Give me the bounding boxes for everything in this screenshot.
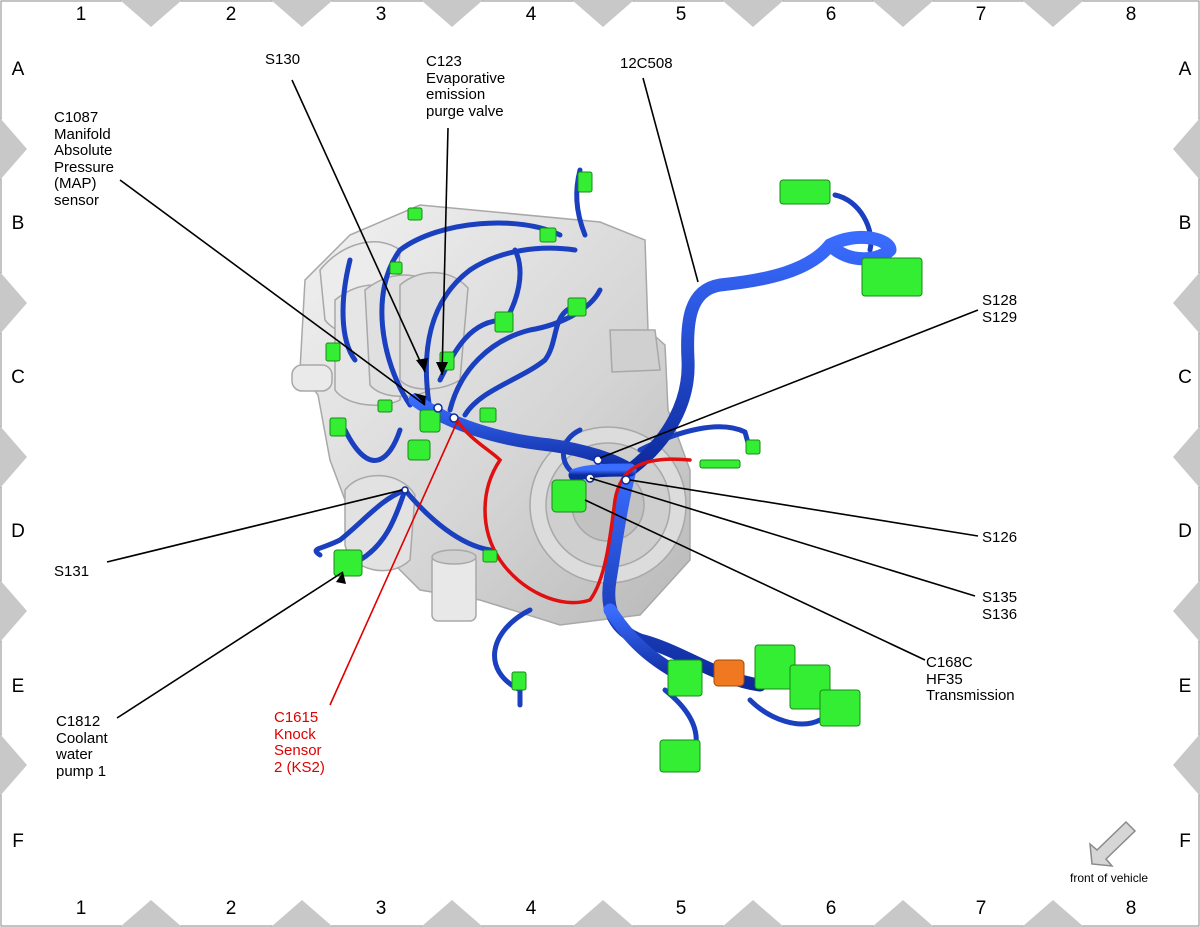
callout-s131: S131 (54, 563, 90, 580)
grid-col-5-bottom: 5 (675, 898, 687, 919)
front-of-vehicle-label: front of vehicle (1070, 871, 1149, 885)
grid-row-a-left: A (11, 59, 25, 80)
grid-col-3-bottom: 3 (375, 898, 387, 919)
grid-col-1-top: 1 (75, 4, 87, 25)
grid-row-f-left: F (12, 831, 24, 852)
grid-row-f-right: F (1179, 831, 1191, 852)
callout-s130: S130 (265, 51, 301, 68)
grid-col-1-bottom: 1 (75, 898, 87, 919)
grid-col-5-top: 5 (675, 4, 687, 25)
grid-row-a-right: A (1178, 59, 1192, 80)
orange-grommet (713, 659, 745, 687)
knock-sensor-leader-line (329, 419, 459, 706)
grid-col-2-bottom: 2 (225, 898, 237, 919)
callout-s126: S126 (982, 529, 1018, 546)
callout-s135-s136: S135 S136 (982, 589, 1018, 623)
grid-col-7-top: 7 (975, 4, 987, 25)
grid-row-e-right: E (1178, 676, 1192, 697)
callout-12c508: 12C508 (620, 55, 673, 72)
grid-col-6-bottom: 6 (825, 898, 837, 919)
grid-row-d-left: D (11, 521, 25, 542)
grid-col-8-top: 8 (1125, 4, 1137, 25)
callout-s128-s129: S128 S129 (982, 292, 1018, 326)
arrow-down-left-icon (1089, 820, 1137, 867)
grid-row-b-left: B (11, 213, 25, 234)
callout-c168c-transmission: C168C HF35 Transmission (926, 654, 1015, 704)
connectors (325, 171, 923, 773)
grid-row-e-left: E (11, 676, 25, 697)
grid-row-d-right: D (1178, 521, 1192, 542)
callout-c1087-map-sensor: C1087 Manifold Absolute Pressure (MAP) s… (54, 109, 115, 209)
grid-col-7-bottom: 7 (975, 898, 987, 919)
grid-row-c-left: C (11, 367, 25, 388)
grid-row-c-right: C (1178, 367, 1192, 388)
callout-leader-lines (106, 77, 979, 719)
grid-row-b-right: B (1178, 213, 1192, 234)
grid-col-3-top: 3 (375, 4, 387, 25)
leader-arrowheads (336, 358, 448, 584)
callout-c1812-coolant-pump: C1812 Coolant water pump 1 (56, 713, 108, 780)
callout-c1615-knock-sensor: C1615 Knock Sensor 2 (KS2) (274, 709, 325, 776)
grid-col-4-bottom: 4 (525, 898, 537, 919)
callout-c123-purge-valve: C123 Evaporative emission purge valve (426, 53, 506, 120)
grid-col-4-top: 4 (525, 4, 537, 25)
grid-col-6-top: 6 (825, 4, 837, 25)
grid-col-8-bottom: 8 (1125, 898, 1137, 919)
grid-col-2-top: 2 (225, 4, 237, 25)
